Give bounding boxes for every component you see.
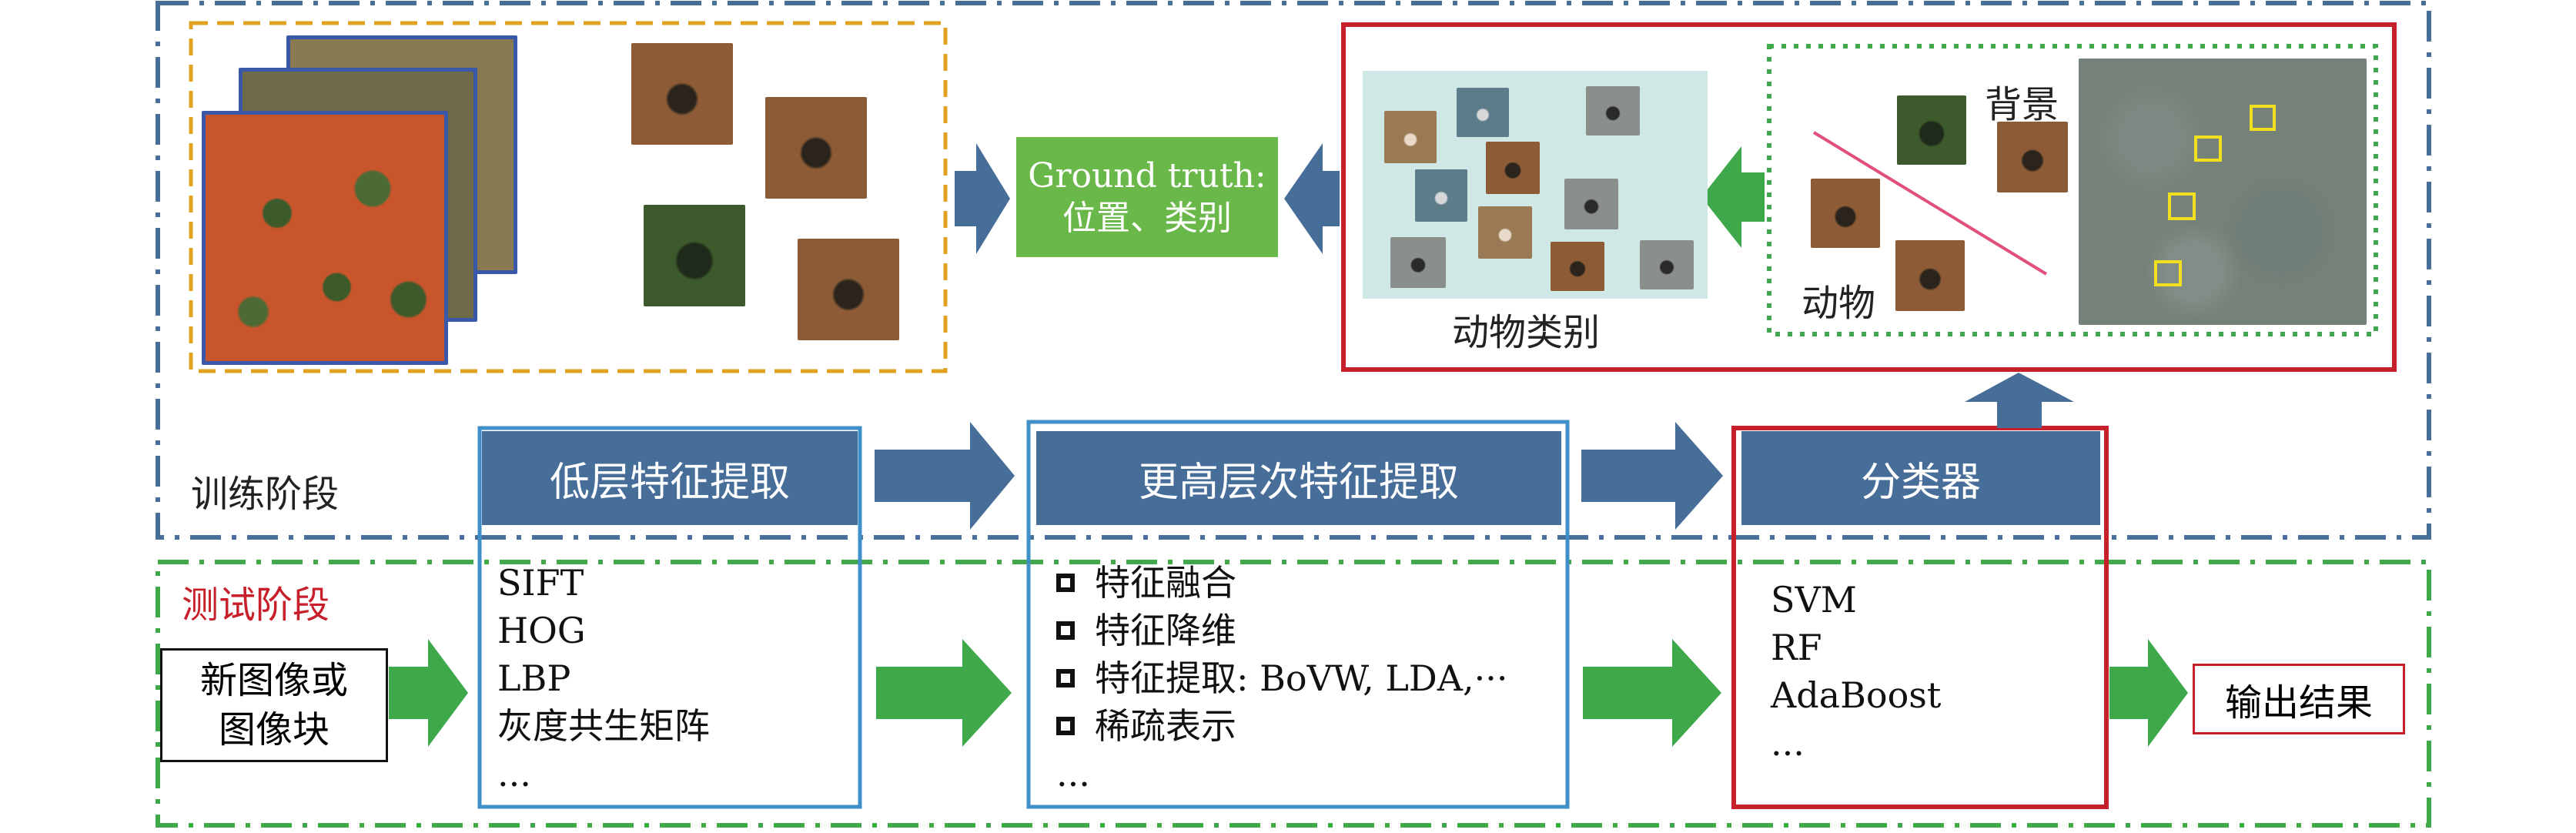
detection-box-2 [2194, 135, 2222, 162]
high-level-item: 特征融合 [1056, 559, 1507, 607]
detection-box-1 [2250, 105, 2276, 131]
background-label: 背景 [1985, 83, 2059, 126]
high-level-item-label: 特征融合 [1095, 562, 1236, 604]
new-image-line2: 图像块 [218, 708, 330, 751]
low-level-method-list: SIFT HOG LBP 灰度共生矩阵 ... [497, 559, 710, 798]
high-level-item-label: 特征提取: BoVW, LDA,··· [1095, 657, 1508, 699]
animal-thumb-7 [1478, 206, 1532, 259]
low-level-item: ... [497, 753, 531, 795]
training-stage-frame [156, 1, 2431, 540]
ground-truth-line2: 位置、类别 [1062, 199, 1232, 238]
arrow-animal-to-groundtruth [1284, 143, 1340, 254]
low-level-item: HOG [497, 610, 586, 651]
checkbox-icon [1056, 717, 1075, 735]
low-level-item: SIFT [497, 562, 584, 604]
animal-thumb-6 [1564, 179, 1618, 229]
classifier-method-list: SVM RF AdaBoost ... [1771, 576, 1941, 767]
low-level-item: LBP [497, 657, 571, 699]
animal-category-caption: 动物类别 [1452, 311, 1601, 354]
animal-thumb-10 [1640, 240, 1694, 289]
arrow-images-to-groundtruth [955, 143, 1010, 254]
arrow-subpanel-to-animals [1701, 146, 1765, 248]
classifier-item: SVM [1771, 579, 1857, 621]
arrow-high-to-classifier [1581, 422, 1723, 530]
high-level-method-list: 特征融合 特征降维 特征提取: BoVW, LDA,··· 稀疏表示 ... [1056, 559, 1507, 798]
high-level-feature-header: 更高层次特征提取 [1036, 431, 1561, 525]
stacked-image-front [202, 111, 448, 365]
checkbox-icon [1056, 574, 1075, 592]
classifier-item: AdaBoost [1771, 674, 1942, 716]
classifier-item: RF [1771, 627, 1822, 668]
animal-patch-1 [1811, 179, 1880, 248]
animal-background-separator [1812, 131, 2048, 276]
classifier-box [1731, 426, 2109, 809]
new-image-line1: 新图像或 [199, 659, 348, 702]
classifier-header: 分类器 [1741, 431, 2100, 525]
animal-label: 动物 [1802, 282, 1876, 325]
training-stage-label: 训练阶段 [191, 473, 340, 516]
arrow-low-to-high-test [876, 639, 1012, 747]
high-level-item-label: 特征降维 [1095, 610, 1236, 651]
checkbox-icon [1056, 621, 1075, 640]
detection-subpanel-frame [1767, 44, 2378, 336]
background-patch-2 [1997, 122, 2068, 192]
testing-stage-frame [156, 560, 2431, 828]
low-level-item: 灰度共生矩阵 [497, 705, 710, 747]
ground-truth-box: Ground truth: 位置、类别 [1016, 137, 1278, 257]
arrow-low-to-high [875, 422, 1015, 530]
animal-thumb-8 [1390, 237, 1446, 288]
ground-truth-line1: Ground truth: [1028, 156, 1266, 196]
arrow-classifier-up [1965, 373, 2074, 428]
training-image-stack [202, 31, 525, 365]
detection-box-3 [2168, 192, 2196, 220]
animal-thumb-2 [1457, 88, 1509, 137]
high-level-item: 特征降维 [1056, 607, 1507, 654]
arrow-classifier-to-output [2109, 639, 2188, 747]
aerial-detection-image [2079, 59, 2367, 325]
checkbox-icon [1056, 669, 1075, 687]
animal-thumb-4 [1486, 142, 1540, 194]
animal-category-panel [1363, 71, 1708, 299]
low-level-box [477, 426, 862, 809]
animal-thumb-9 [1551, 242, 1604, 291]
training-patch-4 [798, 239, 899, 340]
testing-stage-label: 测试阶段 [182, 584, 330, 627]
arrow-high-to-classifier-test [1583, 639, 1721, 747]
high-level-more: ... [1056, 753, 1090, 795]
animal-thumb-5 [1415, 169, 1467, 222]
high-level-item: 特征提取: BoVW, LDA,··· [1056, 654, 1507, 702]
animal-thumb-1 [1384, 111, 1437, 163]
high-level-item: 稀疏表示 [1056, 702, 1507, 750]
high-level-item-label: 稀疏表示 [1095, 705, 1236, 747]
training-patch-2 [765, 97, 867, 199]
training-images-frame [189, 21, 948, 373]
arrow-input-to-low [389, 639, 468, 747]
detection-box-4 [2154, 260, 2182, 286]
training-patch-1 [631, 43, 733, 145]
output-result-box: 输出结果 [2193, 664, 2405, 734]
animal-patch-2 [1895, 240, 1965, 311]
low-level-feature-header: 低层特征提取 [482, 431, 858, 525]
high-level-box [1026, 420, 1570, 809]
new-image-input-box: 新图像或 图像块 [160, 648, 388, 762]
training-patch-3 [644, 205, 745, 306]
background-patch-1 [1897, 95, 1966, 165]
animal-panel-frame [1341, 22, 2397, 372]
animal-thumb-3 [1586, 86, 1640, 135]
classifier-item: ... [1771, 722, 1805, 764]
